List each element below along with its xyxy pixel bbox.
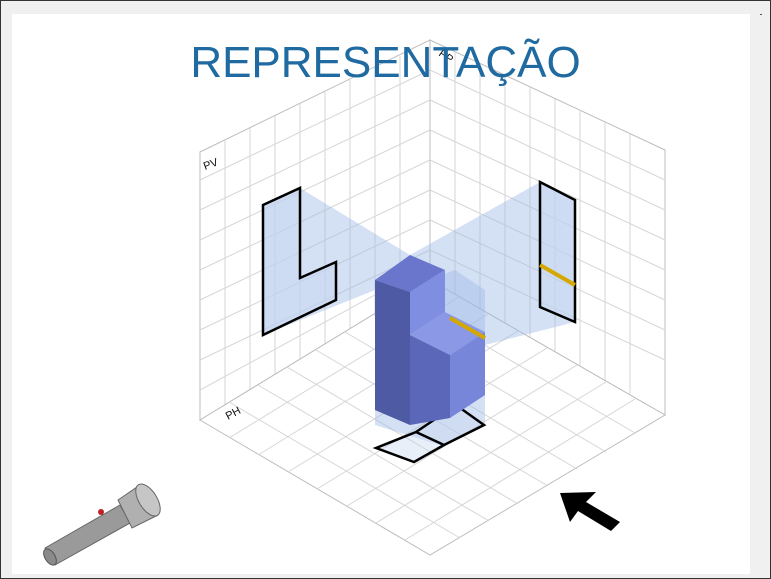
front-view-outline (261, 186, 338, 337)
top-view-inner-edge (415, 430, 445, 447)
arrow-up-left-icon (560, 492, 620, 531)
corner-mark (760, 14, 762, 15)
slide-title: REPRESENTAÇÃO (190, 38, 581, 87)
flashlight-icon (43, 483, 161, 566)
label-pv: PV (202, 156, 221, 173)
side-view-outline (538, 179, 577, 324)
side-view-hidden-edge (539, 263, 576, 287)
l-shaped-solid (375, 255, 486, 425)
